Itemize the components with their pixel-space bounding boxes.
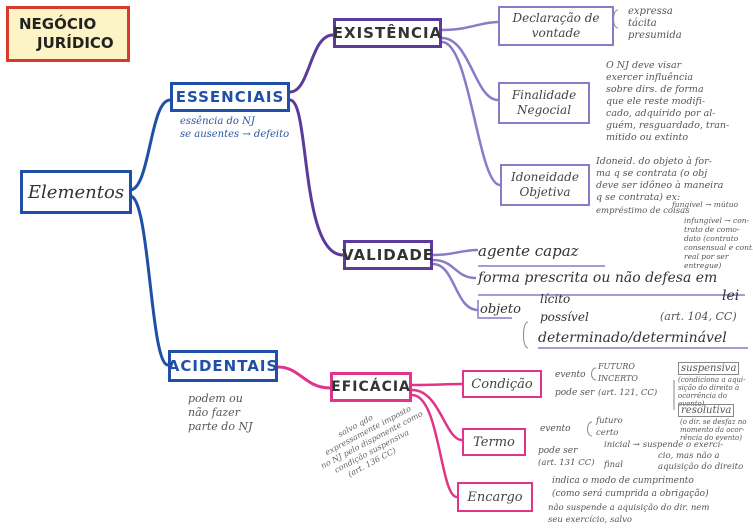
idoneidade-infungivel-1: infungível → con- bbox=[684, 216, 750, 225]
idoneidade-infungivel-4: consensual e cont. bbox=[684, 243, 753, 252]
condicao-node: Condição bbox=[462, 370, 542, 398]
condicao-pode-ser: pode ser bbox=[555, 388, 595, 398]
finalidade-note-2: exercer influência bbox=[606, 72, 694, 83]
termo-inicial-2: cio, mas não a bbox=[658, 451, 720, 461]
declaracao-type-3: presumida bbox=[628, 30, 682, 41]
declaracao-type-1: expressa bbox=[628, 6, 673, 17]
condicao-suspensiva-note-3: ocorrência do bbox=[678, 392, 727, 400]
finalidade-note-5: cado, adquirido por al- bbox=[606, 108, 716, 119]
finalidade-node: Finalidade Negocial bbox=[498, 82, 590, 124]
idoneidade-example: empréstimo de coisas bbox=[596, 206, 690, 216]
idoneidade-infungivel-3: dato (contrato bbox=[684, 234, 739, 243]
encargo-note-4: seu exercício, salvo bbox=[548, 515, 633, 525]
essenciais-node: ESSENCIAIS bbox=[170, 82, 290, 112]
validade-agente: agente capaz bbox=[478, 242, 579, 260]
idoneidade-node: Idoneidade Objetiva bbox=[500, 164, 590, 206]
finalidade-note-1: O NJ deve visar bbox=[606, 60, 682, 71]
encargo-node: Encargo bbox=[457, 482, 533, 512]
termo-pode-ser: pode ser bbox=[538, 446, 578, 456]
idoneidade-note-3: deve ser idôneo à maneira bbox=[596, 180, 724, 191]
encargo-label: Encargo bbox=[467, 489, 523, 505]
validade-objeto-possivel: possível bbox=[540, 310, 589, 324]
root-label: Elementos bbox=[27, 181, 125, 203]
termo-art: (art. 131 CC) bbox=[538, 458, 595, 468]
finalidade-line-2: Negocial bbox=[516, 103, 572, 117]
declaracao-line-1: Declaração de bbox=[512, 11, 600, 25]
condicao-suspensiva-note-2: sição do direito à bbox=[678, 384, 740, 392]
title-line-1: NEGÓCIO bbox=[19, 15, 97, 33]
idoneidade-note-2: ma q se contrata (o obj bbox=[596, 168, 708, 179]
acidentais-label: ACIDENTAIS bbox=[167, 357, 279, 375]
validade-objeto-licito: lícito bbox=[540, 292, 571, 306]
condicao-incerto: INCERTO bbox=[598, 374, 638, 383]
termo-evento: evento bbox=[540, 424, 571, 434]
acidentais-note-2: não fazer bbox=[188, 406, 240, 419]
termo-futuro: futuro bbox=[596, 416, 623, 426]
declaracao-node: Declaração de vontade bbox=[498, 6, 614, 46]
condicao-suspensiva: suspensiva bbox=[678, 362, 740, 375]
acidentais-note-1: podem ou bbox=[188, 392, 243, 405]
condicao-art: (art. 121, CC) bbox=[598, 388, 658, 398]
acidentais-note-3: parte do NJ bbox=[188, 420, 253, 433]
termo-inicial-3: aquisição do direito bbox=[658, 462, 744, 472]
finalidade-note-4: que ele reste modifi- bbox=[606, 96, 706, 107]
title-box: NEGÓCIO JURÍDICO bbox=[6, 6, 130, 62]
declaracao-line-2: vontade bbox=[531, 26, 581, 40]
condicao-resolutiva-note-2: momento da ocor- bbox=[680, 426, 745, 434]
idoneidade-infungivel-2: trato de como- bbox=[684, 225, 740, 234]
idoneidade-infungivel-5: real por ser bbox=[684, 252, 729, 261]
validade-label: VALIDADE bbox=[341, 246, 435, 264]
termo-label: Termo bbox=[473, 434, 515, 450]
eficacia-node: EFICÁCIA bbox=[330, 372, 412, 402]
title-line-2: JURÍDICO bbox=[37, 34, 114, 52]
condicao-resolutiva-note-1: (o dir. se desfaz no bbox=[680, 418, 747, 426]
validade-forma-end: lei bbox=[722, 288, 740, 304]
essenciais-label: ESSENCIAIS bbox=[175, 88, 285, 106]
essenciais-note-1: essência do NJ bbox=[180, 116, 255, 127]
condicao-resolutiva-note-3: rência do evento) bbox=[680, 434, 742, 442]
condicao-resolutiva: resolutiva bbox=[678, 404, 735, 417]
validade-art: (art. 104, CC) bbox=[660, 310, 737, 323]
idoneidade-fungivel: fungível → mútuo bbox=[672, 200, 739, 209]
existencia-node: EXISTÊNCIA bbox=[333, 18, 442, 48]
finalidade-note-7: mitido ou extinto bbox=[606, 132, 689, 143]
condicao-label: Condição bbox=[471, 376, 533, 392]
condicao-suspensiva-note-1: (condiciona a aqui- bbox=[678, 376, 746, 384]
validade-objeto: objeto bbox=[480, 302, 521, 317]
condicao-evento: evento bbox=[555, 370, 586, 380]
root-node: Elementos bbox=[20, 170, 132, 214]
idoneidade-line-1: Idoneidade bbox=[511, 170, 579, 184]
idoneidade-line-2: Objetiva bbox=[519, 185, 571, 199]
eficacia-label: EFICÁCIA bbox=[331, 379, 411, 395]
encargo-note-3: não suspende a aquisição do dir. nem bbox=[548, 503, 710, 513]
acidentais-node: ACIDENTAIS bbox=[168, 350, 278, 382]
condicao-futuro: FUTURO bbox=[598, 362, 635, 371]
declaracao-type-2: tácita bbox=[628, 18, 657, 29]
essenciais-note-2: se ausentes → defeito bbox=[180, 129, 290, 140]
idoneidade-infungivel-6: entregue) bbox=[684, 261, 722, 270]
validade-forma: forma prescrita ou não defesa em bbox=[478, 270, 718, 286]
termo-certo: certo bbox=[596, 428, 619, 438]
existencia-label: EXISTÊNCIA bbox=[332, 24, 443, 42]
finalidade-note-6: guém, resguardado, tran- bbox=[606, 120, 730, 131]
encargo-note-1: indica o modo de cumprimento bbox=[552, 476, 694, 486]
finalidade-note-3: sobre dirs. de forma bbox=[606, 84, 704, 95]
termo-node: Termo bbox=[462, 428, 526, 456]
termo-inicial: inicial → suspende o exercí- bbox=[604, 440, 724, 450]
idoneidade-note-4: q se contrata) ex: bbox=[596, 192, 681, 203]
idoneidade-note-1: Idoneid. do objeto à for- bbox=[596, 156, 712, 167]
encargo-note-2: (como será cumprida a obrigação) bbox=[552, 489, 709, 499]
termo-final: final bbox=[604, 460, 623, 470]
finalidade-line-1: Finalidade bbox=[511, 88, 577, 102]
validade-determinado: determinado/determinável bbox=[538, 330, 727, 346]
validade-node: VALIDADE bbox=[341, 240, 435, 270]
